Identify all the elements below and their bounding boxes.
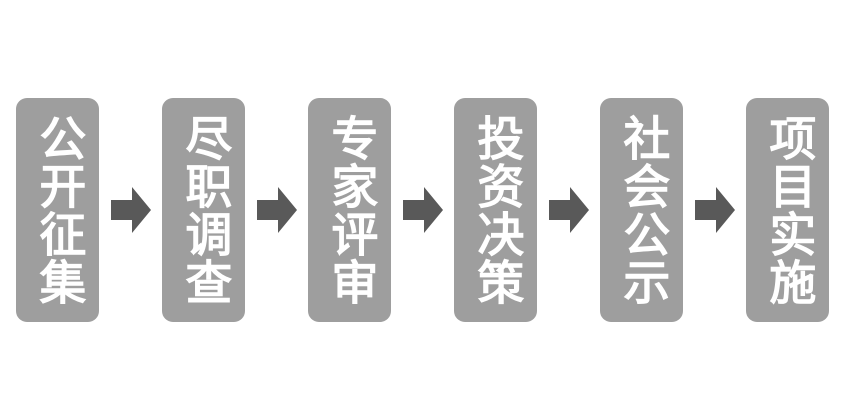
flow-stage-6[interactable]: 项目实施	[746, 98, 829, 322]
flow-arrow-1	[99, 98, 162, 322]
flow-stage-5[interactable]: 社会公示	[600, 98, 683, 322]
flow-stage-2-label: 尽职调查	[176, 114, 232, 306]
flow-stage-6-label: 项目实施	[760, 114, 816, 306]
flow-stage-4[interactable]: 投资决策	[454, 98, 537, 322]
flow-stage-1-label: 公开征集	[30, 114, 86, 306]
flow-stage-1[interactable]: 公开征集	[16, 98, 99, 322]
flow-arrow-5	[683, 98, 746, 322]
flow-stage-3[interactable]: 专家评审	[308, 98, 391, 322]
flow-stage-5-label: 社会公示	[614, 114, 670, 306]
flow-arrow-4	[537, 98, 600, 322]
arrow-right-icon	[548, 187, 589, 233]
flow-stage-4-label: 投资决策	[468, 114, 524, 306]
arrow-right-icon	[402, 187, 443, 233]
arrow-right-icon	[694, 187, 735, 233]
arrow-right-icon	[110, 187, 151, 233]
flow-arrow-2	[245, 98, 308, 322]
flow-stage-2[interactable]: 尽职调查	[162, 98, 245, 322]
flow-arrow-3	[391, 98, 454, 322]
arrow-right-icon	[256, 187, 297, 233]
flow-stage-3-label: 专家评审	[322, 114, 378, 306]
